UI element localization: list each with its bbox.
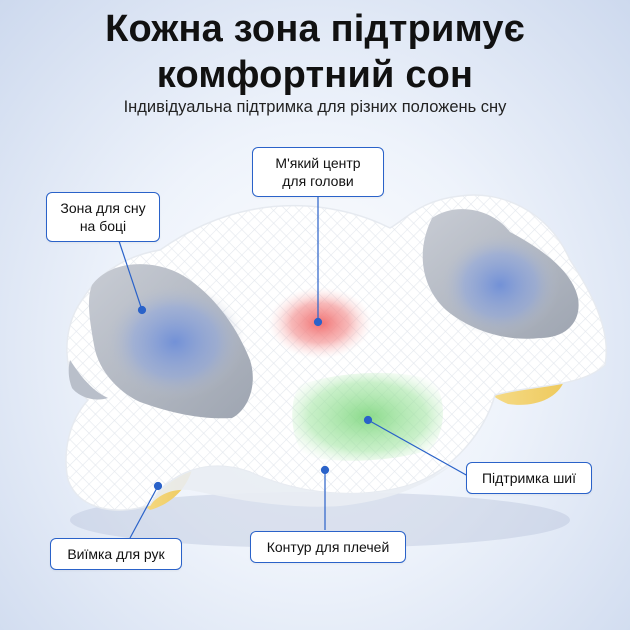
headline-line-1: Кожна зона підтримує <box>105 8 525 50</box>
dot-neck-support <box>363 415 373 425</box>
side-zone-left-glow <box>105 284 245 400</box>
callout-side-sleep: Зона для сну на боці <box>46 192 160 242</box>
callout-head-center-line-1: М'який центр <box>275 155 361 171</box>
dot-head-center <box>313 317 323 327</box>
pillow-shadow <box>70 492 570 548</box>
callout-head-center: М'який центр для голови <box>252 147 384 197</box>
dot-side-sleep <box>137 305 147 315</box>
callout-side-sleep-line-2: на боці <box>79 218 127 234</box>
headline-line-2: комфортний сон <box>156 54 474 96</box>
callout-neck-support: Підтримка шиї <box>466 462 592 494</box>
headline: Кожна зона підтримує комфортний сон <box>0 6 630 98</box>
line-neck-support <box>367 419 469 477</box>
callout-neck-support-text: Підтримка шиї <box>481 470 577 486</box>
callout-side-sleep-line-1: Зона для сну <box>60 200 146 216</box>
side-zone-right-glow <box>440 233 560 337</box>
callout-shoulder-contour: Контур для плечей <box>250 531 406 563</box>
pillow-front-edge <box>150 456 462 507</box>
dot-shoulder-contour <box>320 465 330 475</box>
callout-head-center-line-2: для голови <box>282 173 354 189</box>
left-outer-edge <box>68 360 108 400</box>
line-side-sleep <box>117 237 143 311</box>
dot-arm-cutout <box>153 481 163 491</box>
callout-arm-cutout: Виїмка для рук <box>50 538 182 570</box>
callout-arm-cutout-text: Виїмка для рук <box>67 546 165 562</box>
line-arm-cutout <box>129 485 159 539</box>
subtitle: Індивідуальна підтримка для різних полож… <box>123 98 507 116</box>
callout-shoulder-contour-text: Контур для плечей <box>266 539 390 555</box>
callout-lines <box>117 190 469 539</box>
